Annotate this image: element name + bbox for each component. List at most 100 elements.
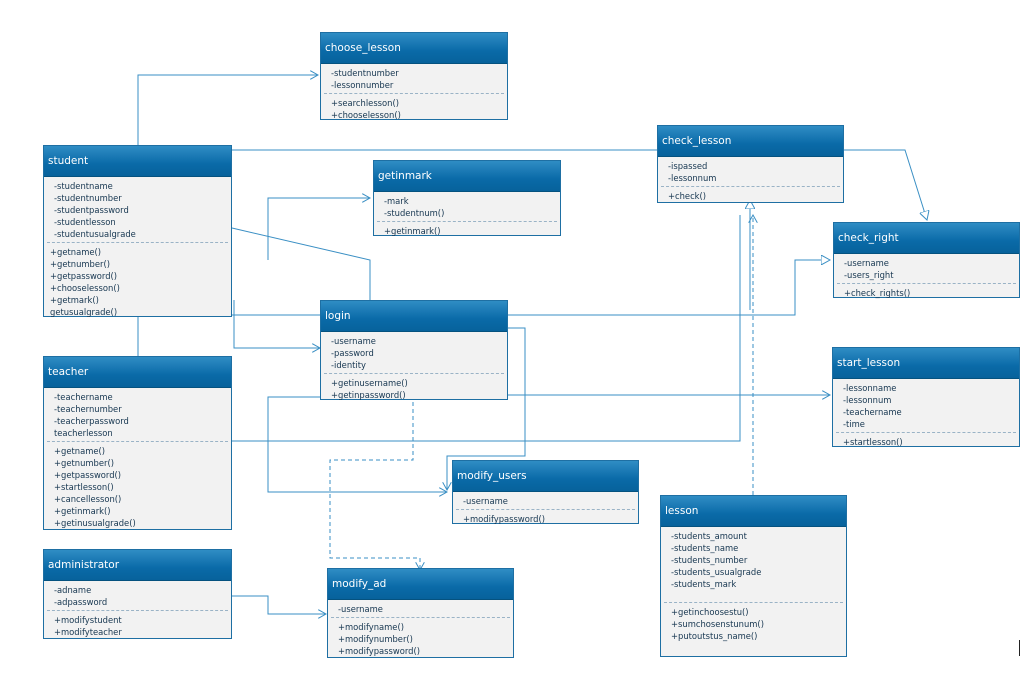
attribute: -users_right (844, 270, 894, 280)
class-lesson[interactable]: lesson -students_amount -students_name -… (660, 495, 847, 657)
attribute: -time (843, 419, 865, 429)
class-start-lesson[interactable]: start_lesson -lessonname -lessonnum -tea… (832, 347, 1020, 447)
operation: +cancellesson() (54, 494, 122, 504)
attribute: -username (331, 336, 376, 346)
class-title: student (44, 146, 231, 177)
class-title: modify_users (453, 461, 638, 492)
separator (47, 441, 228, 442)
operations: +getinusername() +getinpassword() (321, 374, 507, 403)
operations: +modifyname() +modifynumber() +modifypas… (328, 618, 513, 659)
operation: +getinusualgrade() (54, 518, 136, 528)
attributes: -username (453, 492, 638, 509)
operation: +chooselesson() (331, 110, 401, 120)
attribute: -studentnumber (331, 68, 399, 78)
attribute: -studentnumber (54, 193, 122, 203)
attribute: -identity (331, 360, 366, 370)
class-title: getinmark (374, 161, 560, 192)
student-login-entry (233, 300, 320, 348)
class-title: lesson (661, 496, 846, 527)
attribute: -adname (54, 585, 92, 595)
class-title: login (321, 301, 507, 332)
login-check-right-association (508, 260, 830, 316)
operation: +getname() (50, 247, 102, 257)
attributes: -students_amount -students_name -student… (661, 527, 846, 592)
attribute: -studentusualgrade (54, 229, 136, 239)
class-title: modify_ad (328, 569, 513, 600)
class-title: start_lesson (833, 348, 1019, 379)
attribute: -teachername (843, 407, 902, 417)
operations: +check() (658, 187, 843, 204)
attributes: -studentnumber -lessonnumber (321, 64, 507, 93)
attributes: -ispassed -lessonnum (658, 157, 843, 186)
student-getinmark-association (267, 198, 370, 260)
operations: +searchlesson() +chooselesson() (321, 94, 507, 123)
class-login[interactable]: login -username -password -identity +get… (320, 300, 508, 400)
operation: +modifynumber() (338, 634, 413, 644)
separator (331, 617, 510, 618)
administrator-modify-ad-association (232, 595, 326, 614)
teacher-student-line (137, 314, 232, 356)
class-check-right[interactable]: check_right -username -users_right +chec… (833, 222, 1020, 298)
class-title: choose_lesson (321, 33, 507, 64)
operations: +getinmark() (374, 222, 560, 239)
operation: +getnumber() (54, 458, 114, 468)
class-getinmark[interactable]: getinmark -mark -studentnum() +getinmark… (373, 160, 561, 236)
operation: +chooselesson() (50, 283, 120, 293)
attributes: -adname -adpassword (44, 581, 231, 610)
operations: +getinchoosestu() +sumchosenstunum() +pu… (661, 603, 846, 644)
class-title: administrator (44, 550, 231, 581)
separator (377, 221, 557, 222)
operation: +sumchosenstunum() (671, 619, 764, 629)
separator (47, 242, 228, 243)
attribute: -adpassword (54, 597, 108, 607)
spacer (661, 592, 846, 602)
attribute: -teacherpassword (54, 416, 129, 426)
attribute: -mark (384, 196, 409, 206)
attribute: -students_mark (671, 579, 737, 589)
text-cursor (1019, 640, 1020, 656)
class-administrator[interactable]: administrator -adname -adpassword +modif… (43, 549, 232, 639)
attribute: -ispassed (668, 161, 708, 171)
operation: +modifystudent (54, 615, 122, 625)
attribute: teacherlesson (54, 428, 113, 438)
teacher-check-lesson-association (232, 215, 741, 442)
attributes: -username (328, 600, 513, 617)
class-title: teacher (44, 357, 231, 388)
student-login-association (231, 227, 371, 300)
attribute: -teachername (54, 392, 113, 402)
operation: +modifypassword() (463, 514, 545, 524)
class-modify-ad[interactable]: modify_ad -username +modifyname() +modif… (327, 568, 514, 658)
operations: +modifypassword() (453, 510, 638, 527)
login-modify-users-association (447, 327, 526, 490)
attribute: -username (338, 604, 383, 614)
attribute: -studentnum() (384, 208, 445, 218)
operation: +getname() (54, 446, 106, 456)
operation: +getinpassword() (331, 390, 406, 400)
attribute: -students_amount (671, 531, 747, 541)
class-choose-lesson[interactable]: choose_lesson -studentnumber -lessonnumb… (320, 32, 508, 120)
class-title: check_lesson (658, 126, 843, 157)
separator (456, 509, 635, 510)
operation: +modifyteacher (54, 627, 122, 637)
class-teacher[interactable]: teacher -teachername -teachernumber -tea… (43, 356, 232, 530)
class-check-lesson[interactable]: check_lesson -ispassed -lessonnum +check… (657, 125, 844, 203)
class-title: check_right (834, 223, 1019, 254)
attribute: -students_name (671, 543, 739, 553)
operation: +check_rights() (844, 288, 911, 298)
attribute: -lessonnumber (331, 80, 394, 90)
operation: +getinchoosestu() (671, 607, 749, 617)
class-modify-users[interactable]: modify_users -username +modifypassword() (452, 460, 639, 524)
operation: +getnumber() (50, 259, 110, 269)
operations: +startlesson() (833, 433, 1019, 450)
attribute: -studentname (54, 181, 113, 191)
class-student[interactable]: student -studentname -studentnumber -stu… (43, 145, 232, 317)
attributes: -teachername -teachernumber -teacherpass… (44, 388, 231, 441)
separator (47, 610, 228, 611)
operation: +startlesson() (843, 437, 903, 447)
attribute: -lessonname (843, 383, 897, 393)
attributes: -lessonname -lessonnum -teachername -tim… (833, 379, 1019, 432)
operations: +check_rights() (834, 284, 1019, 301)
attributes: -username -password -identity (321, 332, 507, 373)
attribute: -username (844, 258, 889, 268)
